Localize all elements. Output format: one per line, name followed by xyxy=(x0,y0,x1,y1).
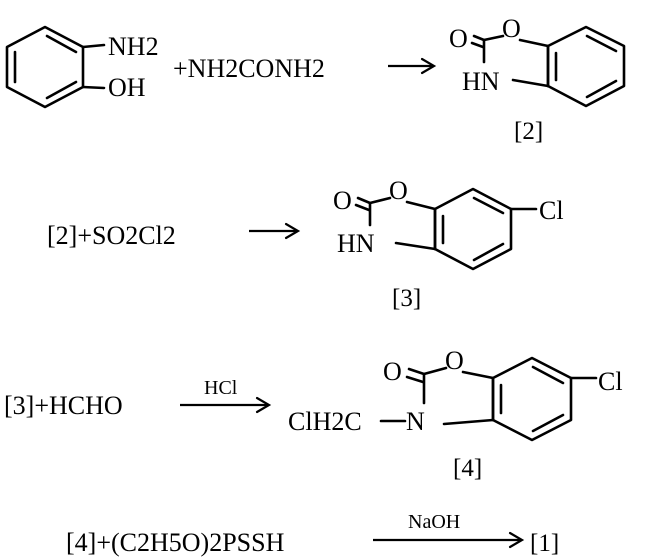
product-4-nitrogen: N xyxy=(406,407,425,436)
product-4-structure xyxy=(379,356,598,442)
cl2-subscript: 2 xyxy=(163,221,176,250)
product-2-carbonyl-oxygen: O xyxy=(449,24,468,53)
product-2-structure xyxy=(470,25,626,108)
arrow-4 xyxy=(373,531,525,549)
product-4-chloromethyl: ClH2C xyxy=(288,407,362,436)
amine-group: NH2 xyxy=(108,32,159,61)
ch2-subscript: 2 xyxy=(331,407,344,436)
aminophenol-ring xyxy=(5,25,106,109)
product-4-label: [4] xyxy=(453,455,482,482)
product-3-ring-oxygen: O xyxy=(389,176,408,205)
h5-subscript: 5 xyxy=(169,528,182,557)
reaction-3: [3]+HCHO HCl O O ClH2C N Cl [4] xyxy=(4,346,623,482)
product-2-label: [2] xyxy=(514,118,543,145)
reagent-hcl: HCl xyxy=(204,377,238,399)
product-1-label: [1] xyxy=(530,530,559,557)
arrow-2 xyxy=(249,222,301,240)
o2-subscript: 2 xyxy=(209,528,222,557)
product-2-nh: HN xyxy=(462,67,500,96)
hydroxyl-group: OH xyxy=(108,73,146,102)
reaction-2-reactants: [2]+SO2Cl2 xyxy=(47,221,176,250)
reaction-2: [2]+SO2Cl2 O O HN Cl [3] xyxy=(47,176,564,312)
product-3-structure xyxy=(354,187,538,271)
so2-subscript: 2 xyxy=(125,221,138,250)
c2-subscript: 2 xyxy=(137,528,150,557)
arrow-1 xyxy=(388,57,437,75)
urea-subscript-1: 2 xyxy=(225,54,238,83)
product-3-label: [3] xyxy=(392,285,421,312)
urea-subscript-2: 2 xyxy=(312,54,325,83)
product-4-ring-oxygen: O xyxy=(445,346,464,375)
product-4-carbonyl-oxygen: O xyxy=(383,357,402,386)
product-4-chlorine: Cl xyxy=(598,367,623,396)
product-3-nh: HN xyxy=(337,229,375,258)
reaction-3-reactants: [3]+HCHO xyxy=(4,391,123,420)
reaction-4: [4]+(C2H5O)2PSSH NaOH [1] xyxy=(66,511,559,557)
product-3-chlorine: Cl xyxy=(539,196,564,225)
urea-reagent: +NH2CONH2 xyxy=(173,54,325,83)
arrow-3 xyxy=(180,396,272,414)
reaction-4-reactants: [4]+(C2H5O)2PSSH xyxy=(66,528,285,557)
amine-subscript: 2 xyxy=(146,32,159,61)
reaction-1: NH2 OH +NH2CONH2 O O HN [2] xyxy=(5,14,626,145)
product-2-ring-oxygen: O xyxy=(502,14,521,43)
reagent-naoh: NaOH xyxy=(408,511,460,533)
product-3-carbonyl-oxygen: O xyxy=(333,186,352,215)
